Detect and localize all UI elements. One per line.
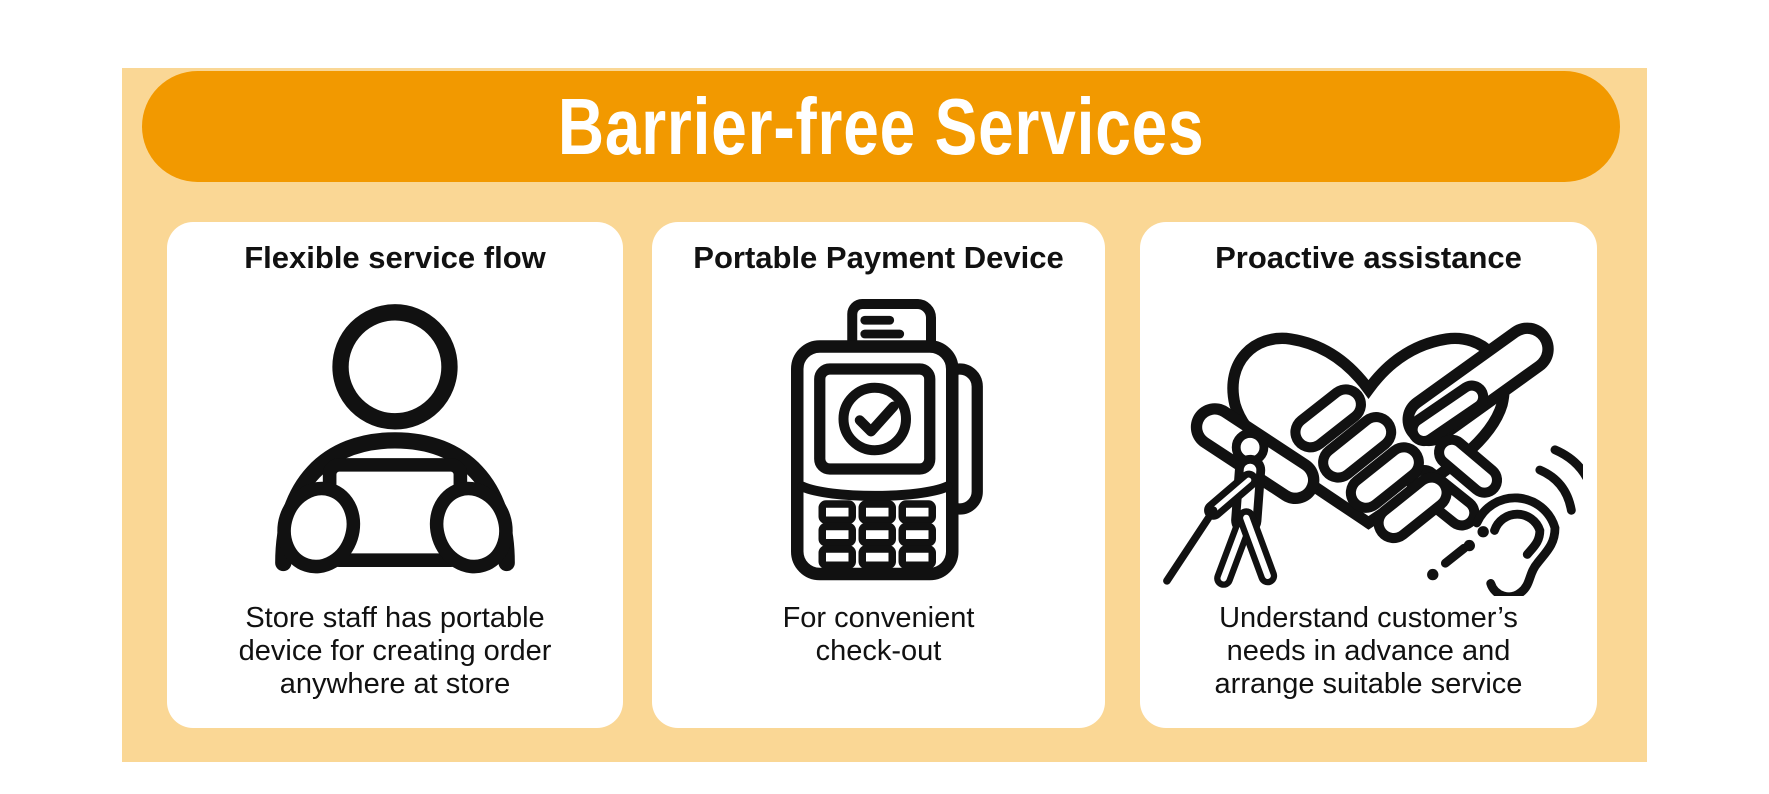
title-banner: Barrier-free Services xyxy=(142,71,1620,182)
heart-handshake-blind-person-ear-icon xyxy=(1163,322,1583,597)
listening-ear-icon xyxy=(1427,445,1583,597)
card-heading: Portable Payment Device xyxy=(693,240,1064,275)
staff-with-tablet-icon xyxy=(275,303,515,574)
card-flexible-service-flow: Flexible service flow Store staff has po… xyxy=(167,222,623,728)
card-portable-payment-device: Portable Payment Device xyxy=(652,222,1105,728)
card-heading: Proactive assistance xyxy=(1215,240,1522,275)
card-description: For convenient check-out xyxy=(782,602,975,667)
card-description: Store staff has portable device for crea… xyxy=(238,602,552,700)
card-proactive-assistance: Proactive assistance xyxy=(1140,222,1597,728)
page-title: Barrier-free Services xyxy=(557,81,1205,171)
card-description: Understand customer’s needs in advance a… xyxy=(1214,602,1523,700)
blind-person-icon xyxy=(1163,429,1278,589)
card-icon-box xyxy=(666,276,1091,602)
payment-terminal-icon xyxy=(791,298,983,581)
card-icon-box xyxy=(1154,276,1583,602)
card-heading: Flexible service flow xyxy=(244,240,546,275)
card-icon-box xyxy=(181,276,609,602)
